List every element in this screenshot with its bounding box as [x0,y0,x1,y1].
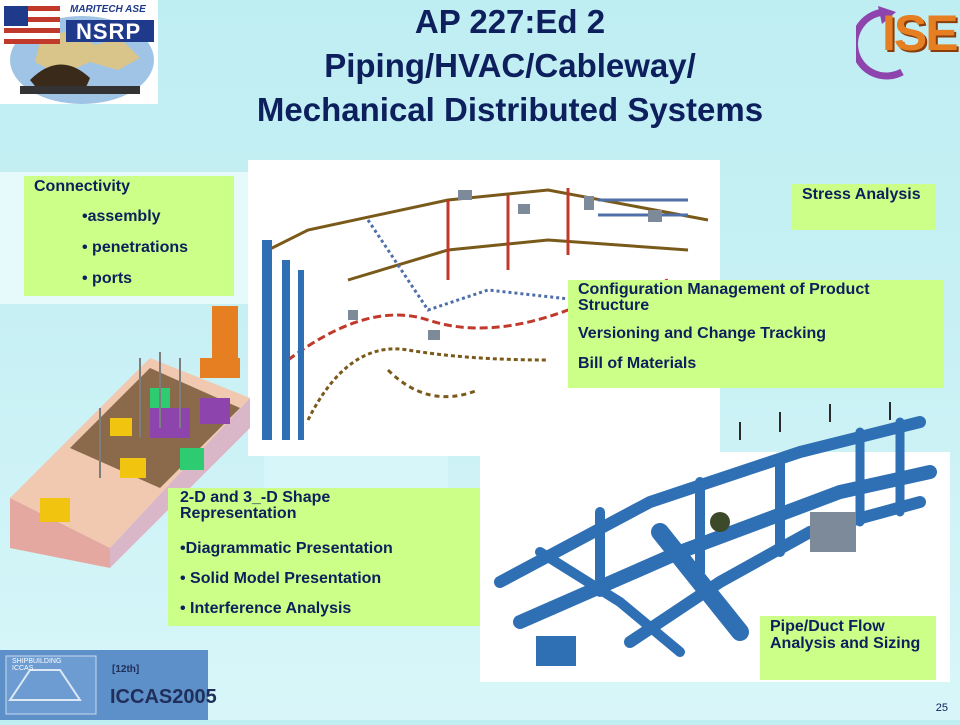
connectivity-item: • penetrations [82,239,189,256]
title-line-1: AP 227:Ed 2 [414,3,606,40]
shape-representation-box: 2-D and 3_-D Shape Representation •Diagr… [168,488,480,626]
page-number: 25 [935,702,948,714]
hvac-duct-figure [480,392,950,682]
connectivity-item: • ports [82,270,133,287]
nsrp-logo: MARITECH ASE NSRP [0,0,158,104]
iccas2005-logo: SHIPBUILDING ICCAS [12th] ICCAS2005 [0,650,217,720]
connectivity-heading: Connectivity [34,178,131,195]
iccas-main-text: ICCAS2005 [110,686,217,708]
connectivity-box: Connectivity •assembly • penetrations • … [24,176,234,296]
pipe-duct-flow-box: Pipe/Duct Flow Analysis and Sizing [760,616,936,680]
connectivity-item: •assembly [82,208,161,225]
configuration-line-3: Bill of Materials [578,355,697,372]
shape-representation-item: • Interference Analysis [180,600,352,617]
shape-representation-heading: 2-D and 3_-D Shape Representation [180,489,331,522]
nsrp-logo-main-text: NSRP [76,19,142,44]
shape-representation-item: •Diagrammatic Presentation [180,540,393,557]
stress-analysis-label: Stress Analysis [802,186,921,203]
configuration-line-2: Versioning and Change Tracking [578,325,827,342]
iccas-edition-text: [12th] [112,664,140,675]
ise-logo-text: ISE [882,5,959,61]
title-line-3: Mechanical Distributed Systems [256,91,764,128]
stress-analysis-box: Stress Analysis [792,184,936,230]
slide-title: AP 227:Ed 2 Piping/HVAC/Cableway/ Mechan… [160,0,860,132]
ise-logo: ISE [851,2,960,80]
label-backdrop [264,456,448,492]
configuration-line-1: Configuration Management of Product Stru… [578,281,870,314]
iccas-small-text: SHIPBUILDING ICCAS [12,658,62,672]
shape-representation-item: • Solid Model Presentation [180,570,382,587]
title-line-2: Piping/HVAC/Cableway/ [324,47,696,84]
configuration-management-box: Configuration Management of Product Stru… [568,280,944,388]
nsrp-logo-top-text: MARITECH ASE [70,4,146,15]
pipe-duct-flow-label: Pipe/Duct Flow Analysis and Sizing [770,618,921,652]
machinery-room-figure [0,298,262,568]
